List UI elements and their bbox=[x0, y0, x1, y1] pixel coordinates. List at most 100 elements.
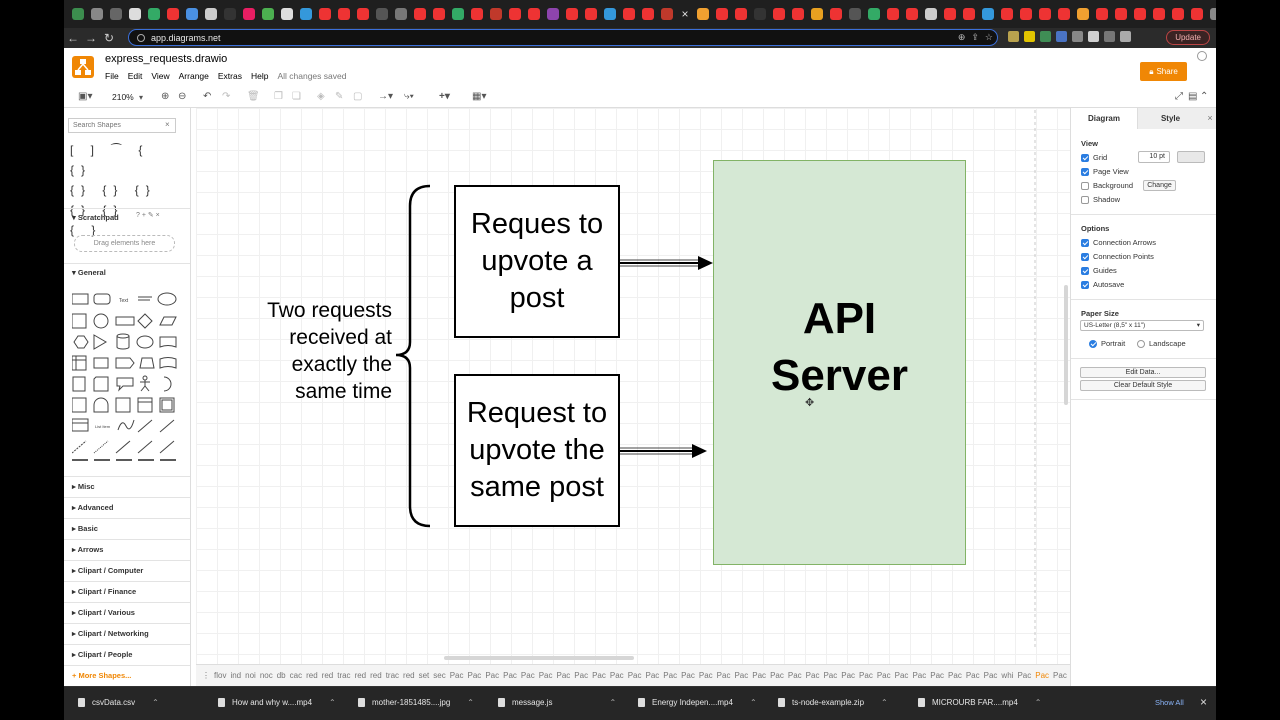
general-shapes-grid[interactable]: Text bbox=[72, 288, 182, 463]
browser-tab-favicon-icon[interactable] bbox=[471, 8, 483, 20]
browser-tab-favicon-icon[interactable] bbox=[1115, 8, 1127, 20]
page-tab[interactable]: Pac bbox=[663, 671, 678, 680]
grid-size-input[interactable]: 10 pt bbox=[1138, 151, 1170, 163]
change-background-button[interactable]: Change bbox=[1143, 180, 1176, 191]
section-clipart-people[interactable]: ▸ Clipart / People bbox=[64, 644, 190, 664]
browser-tab-favicon-icon[interactable] bbox=[716, 8, 728, 20]
request-box-1[interactable]: Reques to upvote a post bbox=[454, 185, 620, 338]
page-tab[interactable]: ind bbox=[230, 671, 242, 680]
browser-tab-favicon-icon[interactable] bbox=[357, 8, 369, 20]
share-button[interactable]: 🔒︎ Share bbox=[1140, 62, 1187, 81]
install-icon[interactable]: ⊕ bbox=[957, 32, 966, 42]
page-tab-active[interactable]: Pac bbox=[1035, 671, 1050, 680]
browser-tab-favicon-icon[interactable] bbox=[849, 8, 861, 20]
browser-tab-favicon-icon[interactable] bbox=[982, 8, 994, 20]
scratchpad-drop-area[interactable]: Drag elements here bbox=[74, 235, 175, 252]
browser-tab-favicon-icon[interactable] bbox=[167, 8, 179, 20]
page-tab[interactable]: whi bbox=[1001, 671, 1014, 680]
browser-tab-favicon-icon[interactable] bbox=[1077, 8, 1089, 20]
page-tab[interactable]: red bbox=[403, 671, 415, 680]
close-icon[interactable]: × bbox=[165, 120, 170, 129]
arrow-top[interactable] bbox=[620, 256, 713, 270]
to-front-icon[interactable]: ❐ bbox=[274, 91, 283, 102]
table-icon[interactable]: ▦▾ bbox=[472, 91, 487, 102]
line-color-icon[interactable]: ✎ bbox=[335, 91, 344, 102]
tab-style[interactable]: Style bbox=[1137, 108, 1203, 129]
extension-icon[interactable] bbox=[1040, 31, 1051, 42]
page-tab[interactable]: Pac bbox=[770, 671, 784, 680]
extension-icon[interactable] bbox=[1072, 31, 1083, 42]
paper-size-select[interactable]: US-Letter (8,5" x 11")▾ bbox=[1080, 320, 1204, 331]
browser-tab-favicon-icon[interactable] bbox=[963, 8, 975, 20]
chevron-up-icon[interactable]: ⌃ bbox=[749, 698, 757, 707]
to-back-icon[interactable]: ❏ bbox=[292, 91, 301, 102]
page-tab[interactable]: Pac bbox=[467, 671, 482, 680]
extension-icon[interactable] bbox=[1088, 31, 1099, 42]
page-tab[interactable]: Pac bbox=[538, 671, 553, 680]
browser-tab-favicon-icon[interactable] bbox=[433, 8, 445, 20]
page-tab[interactable]: flov bbox=[214, 671, 227, 680]
file-name[interactable]: express_requests.drawio bbox=[105, 53, 228, 65]
browser-tab-favicon-icon[interactable] bbox=[1001, 8, 1013, 20]
arrow-bottom[interactable] bbox=[620, 444, 707, 458]
download-item[interactable]: message.js⌃ bbox=[498, 698, 616, 707]
grid-color-swatch[interactable] bbox=[1177, 151, 1205, 163]
browser-tab-favicon-icon[interactable] bbox=[72, 8, 84, 20]
section-clipart-finance[interactable]: ▸ Clipart / Finance bbox=[64, 581, 190, 601]
background-checkbox[interactable]: Background bbox=[1081, 181, 1133, 190]
address-bar[interactable]: app.diagrams.net ⊕ ⇪ ☆ bbox=[128, 29, 998, 46]
page-tab[interactable]: Pac bbox=[805, 671, 820, 680]
page-tab[interactable]: sec bbox=[433, 671, 446, 680]
page-tab[interactable]: Pac bbox=[449, 671, 464, 680]
download-item[interactable]: MICROURB FAR....mp4⌃ bbox=[918, 698, 1042, 707]
browser-tab-favicon-icon[interactable] bbox=[868, 8, 880, 20]
section-basic[interactable]: ▸ Basic bbox=[64, 518, 190, 538]
browser-tab-favicon-icon[interactable] bbox=[490, 8, 502, 20]
page-tab[interactable]: Pac bbox=[556, 671, 571, 680]
extension-icon[interactable] bbox=[1056, 31, 1067, 42]
horizontal-scrollbar[interactable] bbox=[444, 656, 634, 660]
browser-tab-favicon-icon[interactable] bbox=[1172, 8, 1184, 20]
delete-icon[interactable]: 🗑︎ bbox=[247, 91, 260, 102]
back-icon[interactable]: ← bbox=[67, 31, 79, 45]
page-tab[interactable]: Pac bbox=[609, 671, 624, 680]
zoom-in-icon[interactable]: ⊕ bbox=[161, 91, 170, 102]
browser-tab-favicon-icon[interactable] bbox=[1153, 8, 1165, 20]
curly-brace[interactable] bbox=[395, 184, 431, 528]
browser-tab-favicon-icon[interactable] bbox=[811, 8, 823, 20]
download-item[interactable]: ts-node-example.zip⌃ bbox=[778, 698, 888, 707]
page-tab[interactable]: Pac bbox=[574, 671, 589, 680]
page-tab[interactable]: Pac bbox=[859, 671, 873, 680]
close-downloads-icon[interactable]: × bbox=[1200, 695, 1208, 709]
pages-menu-icon[interactable]: ⋮ bbox=[202, 671, 210, 680]
vertical-scrollbar[interactable] bbox=[1064, 285, 1068, 405]
chevron-up-icon[interactable]: ⌃ bbox=[609, 698, 617, 707]
browser-tab-favicon-icon[interactable] bbox=[452, 8, 464, 20]
scratchpad-actions[interactable]: ? + ✎ × bbox=[136, 212, 160, 219]
download-item[interactable]: Energy Indepen....mp4⌃ bbox=[638, 698, 757, 707]
browser-tab-favicon-icon[interactable] bbox=[1039, 8, 1051, 20]
connection-points-checkbox[interactable]: Connection Points bbox=[1081, 252, 1154, 261]
browser-tab-favicon-icon[interactable] bbox=[205, 8, 217, 20]
page-tab[interactable]: trac bbox=[337, 671, 351, 680]
browser-tab-favicon-icon[interactable] bbox=[1020, 8, 1032, 20]
menu-edit[interactable]: Edit bbox=[127, 71, 143, 81]
browser-tab-favicon-icon[interactable] bbox=[1191, 8, 1203, 20]
profile-icon[interactable] bbox=[1120, 31, 1131, 42]
page-tab[interactable]: Pac bbox=[787, 671, 802, 680]
page-tab[interactable]: Pac bbox=[823, 671, 838, 680]
fill-color-icon[interactable]: ◈ bbox=[317, 91, 325, 102]
chevron-up-icon[interactable]: ⌃ bbox=[881, 698, 888, 707]
format-toggle-icon[interactable]: ▤ bbox=[1188, 91, 1198, 102]
browser-tab-favicon-icon[interactable] bbox=[319, 8, 331, 20]
page-tab[interactable]: Pac bbox=[876, 671, 891, 680]
search-shapes-input[interactable] bbox=[68, 118, 176, 133]
browser-tab-favicon-icon[interactable] bbox=[129, 8, 141, 20]
share-page-icon[interactable]: ⇪ bbox=[971, 32, 979, 42]
browser-tab-favicon-icon[interactable] bbox=[735, 8, 747, 20]
page-tab[interactable]: Pac bbox=[627, 671, 642, 680]
api-server-label[interactable]: API Server bbox=[713, 290, 966, 404]
page-tab[interactable]: Pac bbox=[948, 671, 962, 680]
chevron-up-icon[interactable]: ⌃ bbox=[152, 698, 159, 707]
page-tab[interactable]: Pac bbox=[752, 671, 767, 680]
